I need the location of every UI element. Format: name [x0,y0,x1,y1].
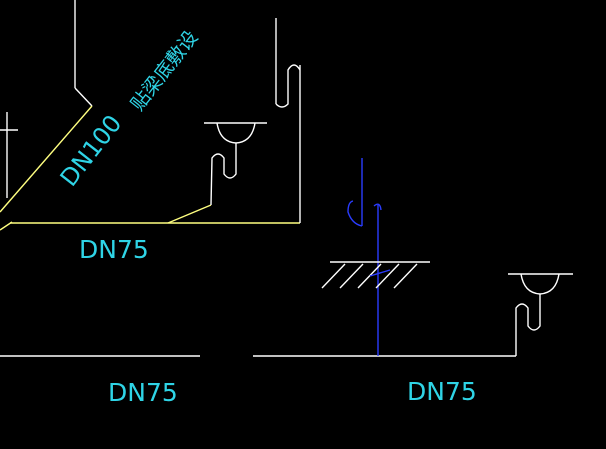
trap-branch-diagonal [167,204,212,224]
floor-drain-lower-trap [515,294,541,356]
blue-vent-hook [347,200,363,227]
riser-u-bend [275,64,301,108]
floor-drain-upper [204,122,267,206]
floor-hatch-2 [339,263,364,289]
floor-drain-upper-bowl [216,122,256,144]
floor-hatch-extra [369,269,391,277]
floor-drain-upper-trap [210,143,237,206]
floor-hatch-1 [321,263,346,289]
blue-vent-hook-right [373,203,382,211]
floor-hatch-3 [357,263,382,289]
label-beam-note: 贴梁底敷设 [127,27,203,115]
label-dn75-left: DN75 [108,378,178,407]
upper-pipe-assembly [0,0,301,231]
label-dn75-top: DN75 [79,235,149,264]
floor-hatch-4 [375,263,400,289]
label-dn100: DN100 [55,110,128,192]
floor-hatch-5 [393,263,418,289]
lower-pipe-assembly [0,158,516,357]
floor-drain-lower [508,273,573,356]
floor-drain-lower-bowl [520,273,560,295]
dn100-diagonal-pipe [0,105,93,213]
dn75-horizontal-left-end [0,221,13,231]
vertical-pipe-join [74,87,93,107]
label-dn75-right: DN75 [407,377,477,406]
